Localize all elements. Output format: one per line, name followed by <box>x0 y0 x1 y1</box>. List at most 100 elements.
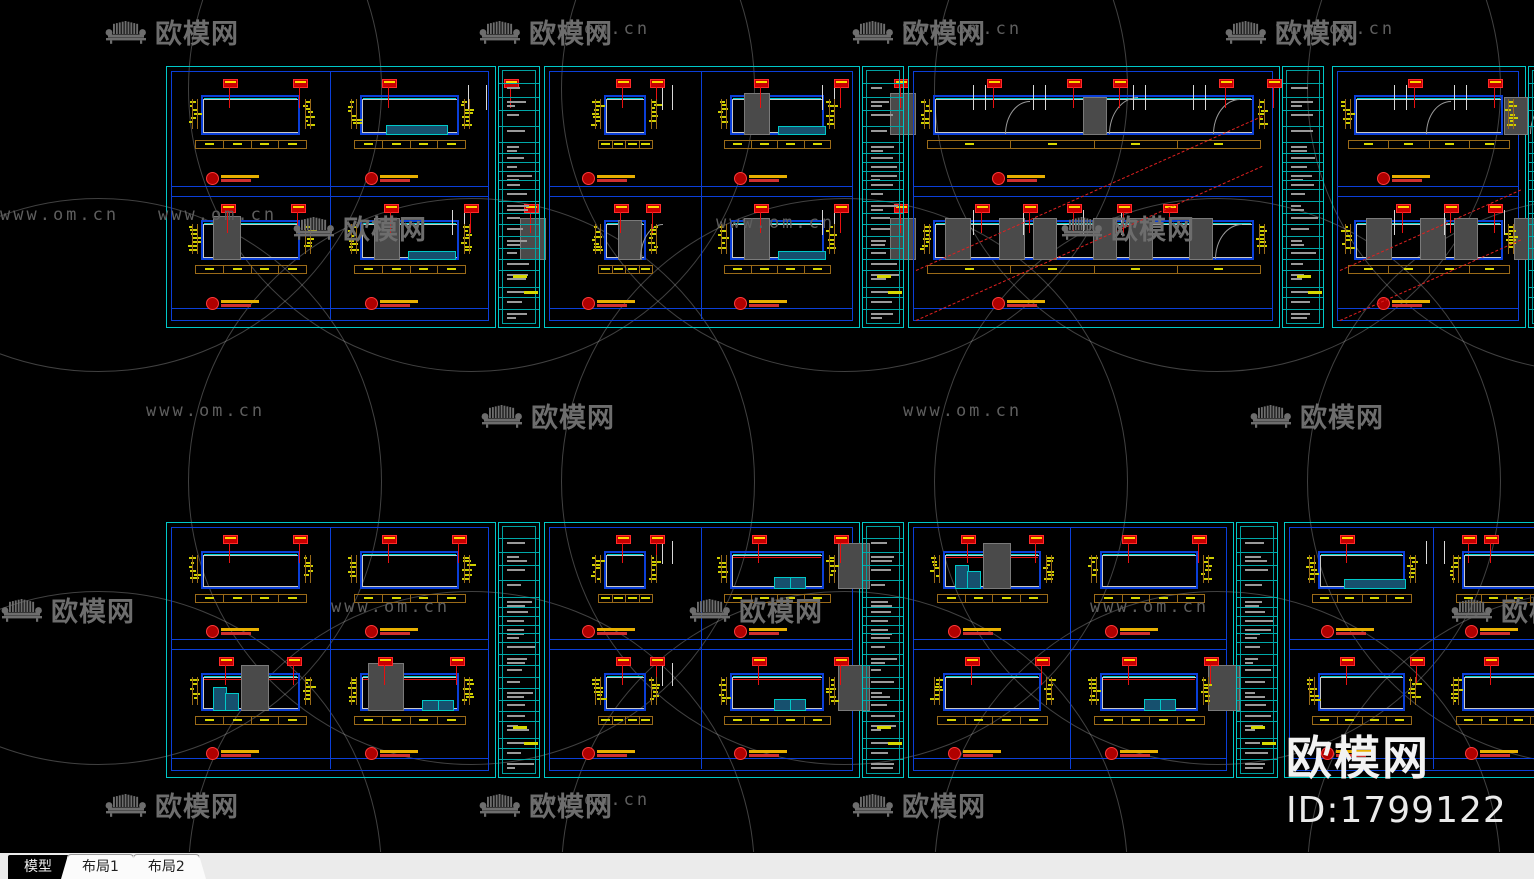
callout-tag[interactable] <box>754 204 769 213</box>
title-block-text[interactable] <box>1291 146 1307 148</box>
watermark-brand-text[interactable]: 欧模网 <box>155 785 239 824</box>
dimension-line[interactable] <box>829 99 830 129</box>
door-panel[interactable] <box>1033 218 1057 260</box>
dimension-text-cluster[interactable] <box>930 679 946 701</box>
title-block-divider[interactable] <box>1237 721 1277 722</box>
title-block-text[interactable] <box>871 313 893 315</box>
leader-line[interactable] <box>388 87 389 108</box>
dimension-tick[interactable] <box>612 594 613 603</box>
ceiling-line[interactable] <box>943 673 1041 675</box>
dimension-line[interactable] <box>726 677 727 705</box>
title-block-divider[interactable] <box>863 224 903 225</box>
dimension-value[interactable] <box>1029 719 1038 721</box>
elevation-label-text[interactable] <box>597 750 635 753</box>
title-block-divider[interactable] <box>1529 297 1534 298</box>
elevation-view[interactable] <box>716 535 838 611</box>
elevation-view[interactable] <box>919 79 1268 157</box>
elevation-marker-circle[interactable] <box>206 297 219 310</box>
title-block-text[interactable] <box>507 101 526 103</box>
title-block-text[interactable] <box>871 681 894 683</box>
elevation-marker-circle[interactable] <box>365 625 378 638</box>
elevation-marker-label[interactable] <box>749 750 787 757</box>
title-block-divider[interactable] <box>499 248 539 249</box>
dimension-line[interactable] <box>1513 224 1514 254</box>
elevation-marker-label[interactable] <box>1120 628 1158 635</box>
dimension-line[interactable] <box>651 677 652 705</box>
dimension-tick[interactable] <box>195 140 196 149</box>
elevation-marker-label[interactable] <box>963 750 1001 757</box>
elevation-marker-label[interactable] <box>1336 750 1374 757</box>
elevation-label-text[interactable] <box>1480 750 1518 753</box>
callout-tag[interactable] <box>291 204 306 213</box>
dimension-text-cluster[interactable] <box>591 226 607 250</box>
title-block-divider[interactable] <box>499 552 539 553</box>
wall-outline[interactable] <box>203 555 300 587</box>
watermark-brand-text[interactable]: 欧模网 <box>902 785 986 824</box>
wall-edge-right[interactable] <box>457 95 459 133</box>
title-block-text[interactable] <box>507 729 529 731</box>
dimension-tick[interactable] <box>1509 265 1510 274</box>
title-block-divider[interactable] <box>1529 110 1534 111</box>
title-block-text[interactable] <box>871 620 888 622</box>
door-panel[interactable] <box>1454 218 1478 260</box>
cell-divider-h[interactable] <box>1289 649 1534 650</box>
elevation-view[interactable] <box>346 79 473 157</box>
dimension-value[interactable] <box>641 719 650 721</box>
dimension-value[interactable] <box>947 597 956 599</box>
dimension-tick[interactable] <box>777 716 778 725</box>
dimension-line[interactable] <box>829 677 830 705</box>
dimension-value[interactable] <box>1364 268 1373 270</box>
cell-divider-h[interactable] <box>913 196 1273 197</box>
dimension-text-cluster[interactable] <box>930 557 946 579</box>
reference-line[interactable] <box>1205 85 1206 110</box>
title-block-text[interactable] <box>507 217 520 219</box>
title-block-text[interactable] <box>871 193 883 195</box>
watermark-brand[interactable]: 欧模网 <box>478 785 613 824</box>
dimension-tick[interactable] <box>1456 594 1457 603</box>
ceiling-line[interactable] <box>730 673 824 675</box>
title-block-text[interactable] <box>507 87 520 89</box>
elevation-view[interactable] <box>919 204 1268 282</box>
leader-line[interactable] <box>227 212 228 233</box>
fixture[interactable] <box>778 251 826 260</box>
dimension-value[interactable] <box>1489 719 1498 721</box>
dimension-value[interactable] <box>947 719 956 721</box>
dimension-value[interactable] <box>614 719 623 721</box>
dimension-value[interactable] <box>601 719 610 721</box>
dimension-value[interactable] <box>1159 597 1168 599</box>
ceiling-line[interactable] <box>360 95 459 97</box>
title-block-text[interactable] <box>1245 742 1260 744</box>
dimension-line[interactable] <box>192 224 193 254</box>
title-block-text[interactable] <box>1291 278 1302 280</box>
ceiling-trim[interactable] <box>946 676 1038 677</box>
dimension-tick[interactable] <box>382 594 383 603</box>
title-block-text[interactable] <box>871 556 894 558</box>
elevation-marker[interactable] <box>1105 747 1158 760</box>
title-block-divider[interactable] <box>863 171 903 172</box>
callout-tag[interactable] <box>1267 79 1282 88</box>
dimension-line[interactable] <box>1410 555 1411 583</box>
ceiling-line[interactable] <box>730 551 824 553</box>
dimension-tick[interactable] <box>382 140 383 149</box>
dimension-tick[interactable] <box>382 265 383 274</box>
dimension-tick[interactable] <box>1177 594 1178 603</box>
callout-tag[interactable] <box>378 657 393 666</box>
dimension-text-cluster[interactable] <box>1087 557 1103 579</box>
dimension-tick[interactable] <box>1177 140 1178 149</box>
callout-tag[interactable] <box>616 535 631 544</box>
dimension-tick[interactable] <box>278 265 279 274</box>
dimension-line[interactable] <box>305 677 306 705</box>
dimension-tick[interactable] <box>751 716 752 725</box>
title-block[interactable] <box>862 66 904 328</box>
title-block-divider[interactable] <box>1237 759 1277 760</box>
elevation-label-text[interactable] <box>1480 628 1518 631</box>
dimension-value[interactable] <box>447 597 456 599</box>
title-block-divider[interactable] <box>863 83 903 84</box>
elevation-label-sub[interactable] <box>1336 632 1366 635</box>
watermark-brand[interactable]: 欧模网 <box>1224 12 1359 51</box>
title-block-divider[interactable] <box>1237 665 1277 666</box>
title-block-text[interactable] <box>507 184 520 186</box>
elevation-marker[interactable] <box>992 172 1045 185</box>
door-panel[interactable] <box>744 218 770 260</box>
door-panel[interactable] <box>374 218 400 260</box>
